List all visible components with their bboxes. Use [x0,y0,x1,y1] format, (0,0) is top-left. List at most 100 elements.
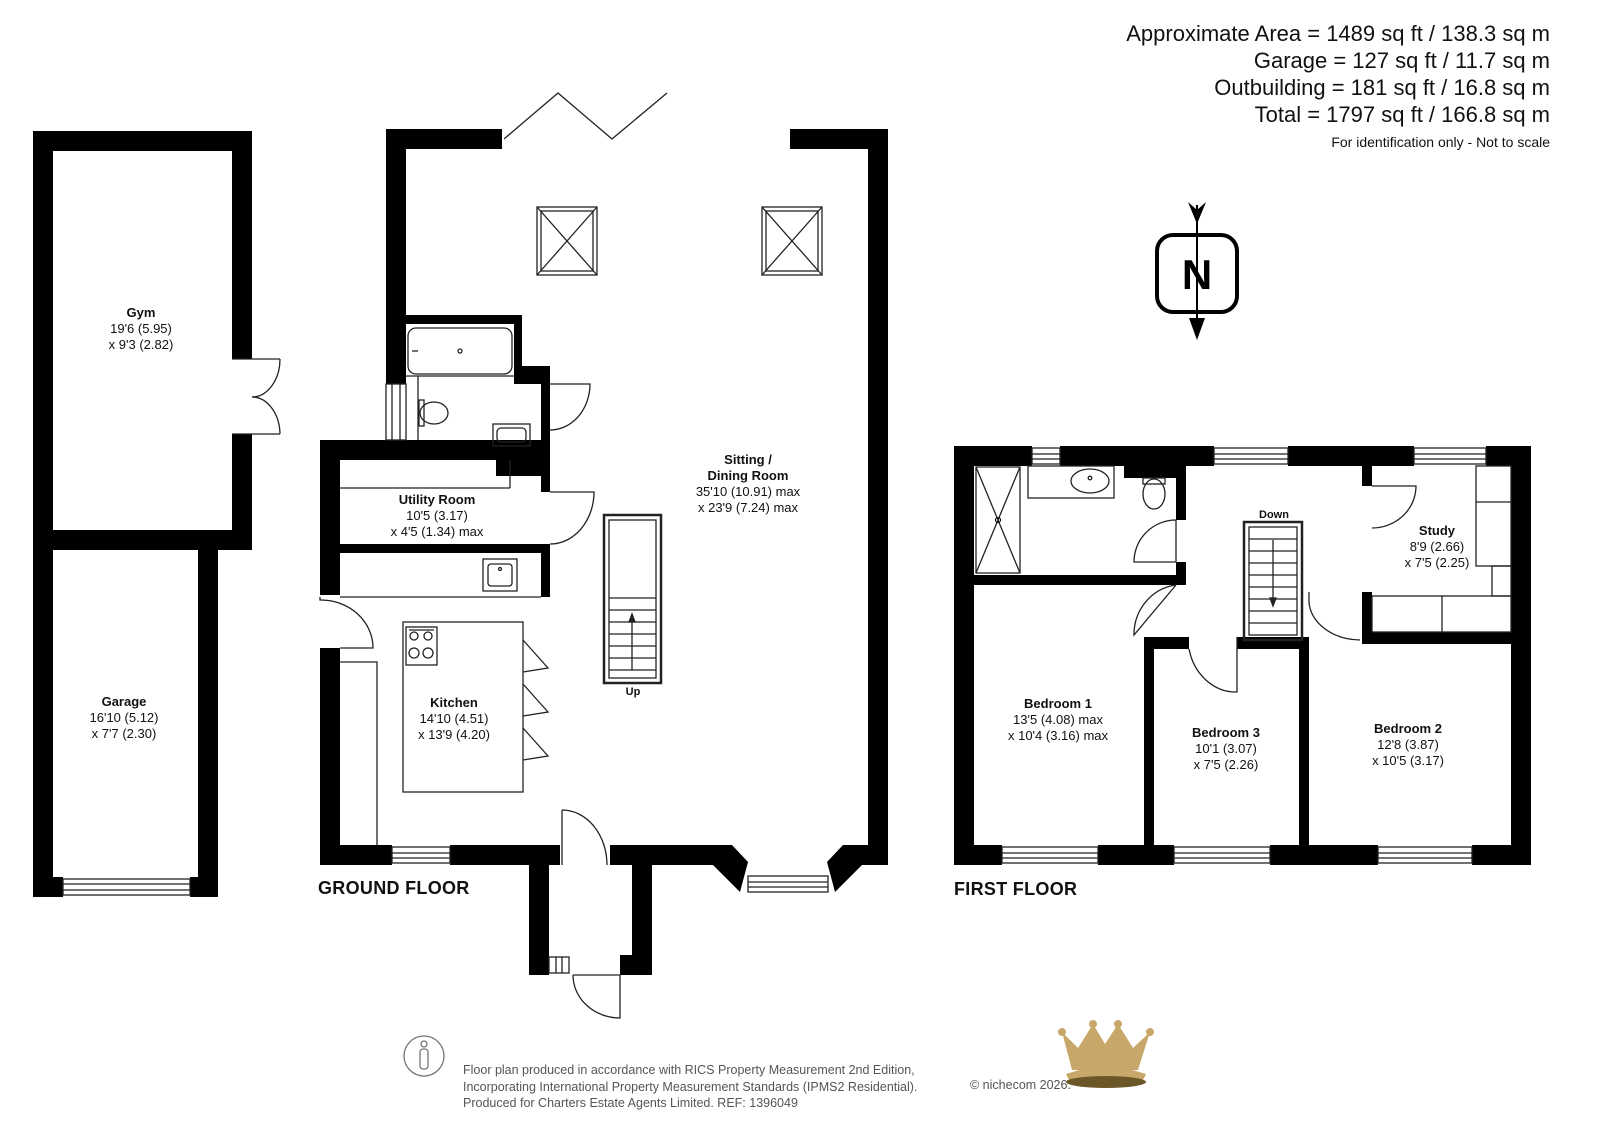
window [1377,846,1473,864]
footer-line: Incorporating International Property Mea… [463,1079,918,1094]
stairs-down-label: Down [1259,509,1289,521]
room-bedroom-3: Bedroom 3 10'1 (3.07) x 7'5 (2.26) [1192,725,1260,773]
room-bedroom-2: Bedroom 2 12'8 (3.87) x 10'5 (3.17) [1372,721,1444,769]
room-dimension: x 7'5 (2.26) [1193,757,1259,772]
toilet-icon [418,399,449,427]
utility-door [549,491,595,545]
area-outbuilding: Outbuilding = 181 sq ft / 16.8 sq m [1214,75,1550,100]
stairs-up-label: Up [625,686,641,698]
room-name: Study [1418,523,1456,538]
copyright: © nichecom 2026. [970,1078,1071,1092]
shower-icon [975,466,1021,574]
room-dimension: 8'9 (2.66) [1409,539,1465,554]
room-dimension: x 9'3 (2.82) [108,337,174,352]
room-dimension: 14'10 (4.51) [419,711,489,726]
window [1213,447,1289,465]
sink-icon [482,558,518,592]
room-dimension: x 10'5 (3.17) [1372,753,1444,768]
bay-wall-left [710,845,748,892]
footer-line: Produced for Charters Estate Agents Limi… [463,1096,798,1110]
room-name: Bedroom 2 [1374,721,1442,736]
front-door [561,809,608,866]
room-dimension: x 10'4 (3.16) max [1007,728,1109,743]
area-total: Total = 1797 sq ft / 166.8 sq m [1254,102,1550,127]
bedroom2-door [1308,592,1361,641]
room-dimension: x 23'9 (7.24) max [697,500,799,515]
ground-floor-label: GROUND FLOOR [318,878,470,898]
staircase-up [602,513,663,685]
bedroom1-door [1133,584,1177,637]
room-bedroom-1: Bedroom 1 13'5 (4.08) max x 10'4 (3.16) … [1008,696,1108,744]
room-name: Bedroom 3 [1192,725,1260,740]
window [1031,447,1061,465]
room-dimension: x 7'5 (2.25) [1404,555,1470,570]
garage-door [62,878,191,896]
area-summary: Approximate Area = 1489 sq ft / 138.3 sq… [1126,20,1550,150]
room-name: Kitchen [430,695,478,710]
bathroom-door [1133,519,1177,563]
area-approx: Approximate Area = 1489 sq ft / 138.3 sq… [1126,21,1550,46]
room-dimension: 13'5 (4.08) max [1013,712,1103,727]
bay-wall-right [827,845,865,892]
footer-text: Floor plan produced in accordance with R… [463,1062,917,1112]
hob-icon [405,626,438,666]
first-floor-walls [954,446,1531,865]
room-dimension: 10'5 (3.17) [406,508,468,523]
compass-letter: N [1182,251,1212,298]
room-dimension: 10'1 (3.07) [1195,741,1257,756]
window [1001,846,1099,864]
room-garage: Garage 16'10 (5.12) x 7'7 (2.30) [90,694,159,742]
garage-walls [33,530,218,897]
room-study: Study 8'9 (2.66) x 7'5 (2.25) [1405,523,1470,571]
north-compass-icon [1155,202,1239,340]
stool-icons [522,639,550,761]
room-kitchen: Kitchen 14'10 (4.51) x 13'9 (4.20) [418,695,490,743]
room-dimension: 12'8 (3.87) [1377,737,1439,752]
bath-icon [407,327,513,375]
room-gym: Gym 19'6 (5.95) x 9'3 (2.82) [109,305,174,353]
staircase-down [1242,520,1304,642]
skylight-icon [761,206,823,276]
window [385,383,407,441]
room-utility: Utility Room 10'5 (3.17) x 4'5 (1.34) ma… [391,492,484,540]
room-name: Gym [126,305,156,320]
room-name: Dining Room [707,468,789,483]
bathroom-door [549,383,591,431]
gym-walls [33,131,252,550]
room-dimension: 19'6 (5.95) [110,321,172,336]
footer-line: Floor plan produced in accordance with R… [463,1063,915,1077]
room-dimension: 35'10 (10.91) max [695,484,801,499]
bifold-door [503,92,668,140]
area-garage: Garage = 127 sq ft / 11.7 sq m [1253,48,1550,73]
room-name: Garage [101,694,147,709]
window [391,846,451,864]
room-sitting-dining: Sitting / Dining Room 35'10 (10.91) max … [696,452,800,516]
skylight-icon [536,206,598,276]
porch-door [572,974,621,1019]
bay-window [747,875,829,893]
kitchen-door [319,597,374,649]
room-dimension: 16'10 (5.12) [89,710,159,725]
scale-note: For identification only - Not to scale [1331,134,1550,150]
window [1173,846,1271,864]
window [1413,447,1487,465]
crown-logo-icon [1058,1020,1154,1088]
room-dimension: x 7'7 (2.30) [91,726,157,741]
room-dimension: x 4'5 (1.34) max [390,524,484,539]
kitchen-island [402,621,524,793]
toilet-icon [1142,477,1166,510]
room-name: Bedroom 1 [1024,696,1092,711]
basin-icon [1070,468,1110,494]
room-name: Utility Room [398,492,476,507]
room-dimension: x 13'9 (4.20) [418,727,490,742]
person-icon [403,1035,445,1077]
ground-floor-walls [320,129,888,975]
window [548,956,570,974]
bedroom3-door [1188,637,1238,693]
gym-door [232,358,281,435]
first-floor-label: FIRST FLOOR [954,879,1078,899]
basin-icon [492,423,531,447]
study-door [1371,485,1417,529]
room-name: Sitting / [724,452,772,467]
